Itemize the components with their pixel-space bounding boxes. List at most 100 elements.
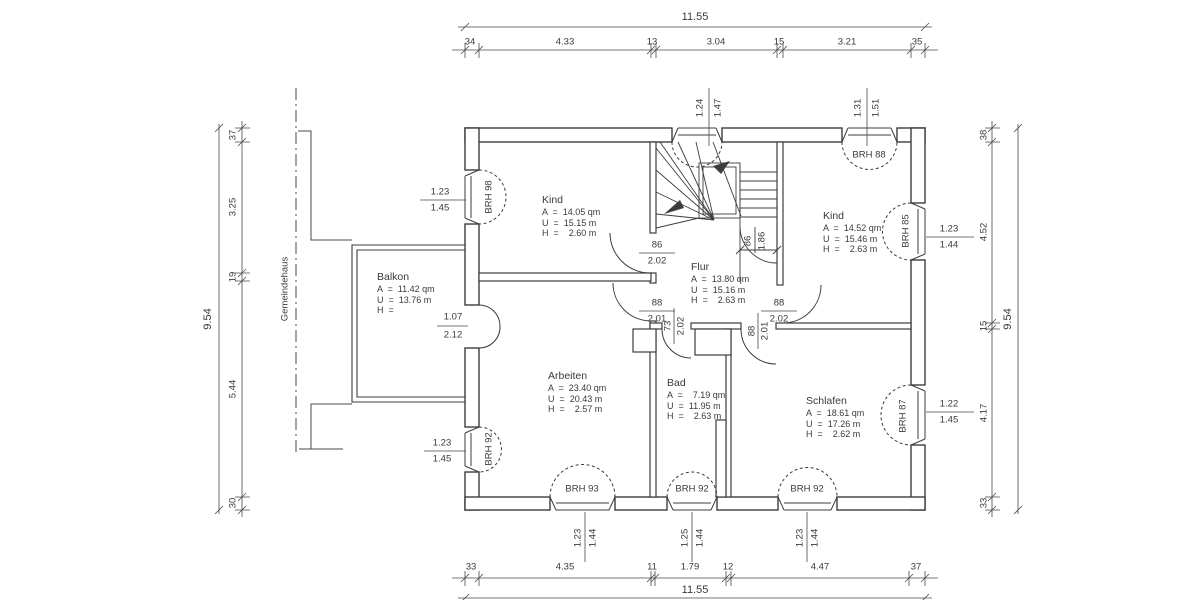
- window-dim-h: 1.44: [694, 528, 706, 548]
- dim-top-seg: 3.04: [706, 36, 726, 48]
- window-dim-h: 1.45: [430, 202, 450, 214]
- stair-up-arrow: [713, 161, 730, 174]
- window-dim-h: 1.44: [587, 528, 599, 548]
- door-dim-w: 73: [662, 320, 674, 332]
- window-dim-h: 1.45: [432, 453, 452, 465]
- interior-walls: [478, 141, 912, 498]
- room-stat: U = 15.15 m: [542, 217, 597, 228]
- room-bad: Bad A = 7.19 qm U = 11.95 m H = 2.63 m: [667, 377, 725, 422]
- room-stat: U = 20.43 m: [548, 393, 603, 404]
- staircase: [655, 141, 782, 281]
- room-arbeiten: Arbeiten A = 23.40 qm U = 20.43 m H = 2.…: [548, 370, 606, 415]
- stair-dim-w: 86: [742, 235, 754, 247]
- window-dim-h: 1.44: [939, 239, 959, 251]
- exterior-walls: [464, 127, 926, 511]
- room-stat: H =: [377, 305, 394, 315]
- dim-left-seg: 3.25: [227, 197, 239, 217]
- room-stat: A = 13.80 qm: [691, 274, 750, 284]
- door-dim-h: 2.02: [647, 255, 667, 267]
- room-name: Balkon: [377, 271, 410, 283]
- door-dim-h: 2.02: [769, 313, 789, 325]
- room-stat: A = 14.05 qm: [542, 207, 601, 217]
- windows: [464, 127, 926, 511]
- room-name: Kind: [823, 210, 845, 222]
- dim-top-total: 11.55: [681, 11, 709, 23]
- room-name: Bad: [667, 377, 686, 389]
- dim-right-seg: 4.52: [978, 222, 990, 242]
- window-dim-w: 1.25: [679, 528, 691, 548]
- door-dim-h: 2.12: [443, 329, 463, 341]
- dim-bottom-total: 11.55: [681, 584, 709, 596]
- dim-bottom-seg: 11: [647, 561, 657, 573]
- window-dim-h: 1.51: [870, 98, 882, 118]
- dim-right-seg: 15: [978, 320, 990, 332]
- room-stat: U = 11.95 m: [667, 400, 721, 411]
- door-dim-w: 86: [651, 239, 663, 251]
- room-kind-left: Kind A = 14.05 qm U = 15.15 m H = 2.60 m: [542, 194, 600, 239]
- dim-bottom-seg: 37: [910, 561, 922, 573]
- room-stat: H = 2.63 m: [823, 244, 878, 254]
- room-name: Kind: [542, 194, 564, 206]
- window-label-brh87: BRH 87: [897, 399, 909, 433]
- dim-left-seg: 5.44: [227, 379, 239, 399]
- door-dim-w: 88: [651, 297, 663, 309]
- room-stat: U = 17.26 m: [806, 418, 861, 429]
- door-dim-h: 2.01: [759, 321, 771, 341]
- room-stat: U = 15.16 m: [691, 284, 746, 295]
- room-name: Arbeiten: [548, 370, 588, 382]
- dim-right-total: 9.54: [1002, 308, 1014, 330]
- door-swings: [478, 232, 822, 365]
- dim-bottom-seg: 4.35: [555, 561, 575, 573]
- window-label-brh88: BRH 88: [852, 149, 886, 161]
- window-dim-h: 1.45: [939, 414, 959, 426]
- room-stat: U = 13.76 m: [377, 294, 432, 305]
- dim-top-seg: 15: [773, 36, 785, 48]
- window-dim-w: 1.22: [939, 398, 959, 410]
- window-dim-w: 1.31: [852, 98, 864, 118]
- neighbor-label: Gemeindehaus: [279, 256, 291, 322]
- room-stat: U = 15.46 m: [823, 233, 878, 244]
- dim-top-seg: 13: [646, 36, 658, 48]
- room-flur: Flur A = 13.80 qm U = 15.16 m H = 2.63 m: [691, 261, 749, 306]
- room-kind-right: Kind A = 14.52 qm U = 15.46 m H = 2.63 m: [823, 210, 881, 255]
- dim-left-total: 9.54: [202, 308, 214, 330]
- window-dim-w: 1.23: [432, 437, 452, 449]
- dim-right-seg: 4.17: [978, 403, 990, 423]
- door-dim-w: 1.07: [443, 311, 463, 323]
- neighbor-outline-bottom: [299, 403, 352, 450]
- room-stat: H = 2.62 m: [806, 429, 861, 439]
- dim-bottom-seg: 33: [465, 561, 477, 573]
- balcony-railing: [351, 244, 465, 403]
- window-dim-w: 1.23: [939, 223, 959, 235]
- room-stat: A = 14.52 qm: [823, 223, 882, 233]
- door-dim-w: 88: [746, 325, 758, 337]
- window-dim-h: 1.44: [809, 528, 821, 548]
- dim-left-seg: 30: [227, 497, 239, 509]
- room-name: Flur: [691, 261, 710, 273]
- window-label-brh98: BRH 98: [483, 180, 495, 214]
- room-stat: H = 2.60 m: [542, 228, 597, 238]
- window-dim-w: 1.23: [794, 528, 806, 548]
- window-label-brh92-west: BRH 92: [483, 432, 495, 466]
- window-dim-w: 1.24: [694, 98, 706, 118]
- room-stat: H = 2.57 m: [548, 404, 603, 414]
- window-label-brh92-south-right: BRH 92: [790, 483, 824, 495]
- stair-dim-h: 1.86: [756, 231, 768, 251]
- dimension-lines: [214, 22, 1023, 600]
- dim-right-seg: 38: [978, 129, 990, 141]
- window-label-brh93: BRH 93: [565, 483, 599, 495]
- neighbor-outline-top: [298, 130, 352, 241]
- dim-bottom-seg: 12: [722, 561, 734, 573]
- room-stat: H = 2.63 m: [691, 295, 746, 305]
- door-dim-w: 88: [773, 297, 785, 309]
- dim-right-seg: 33: [978, 497, 990, 509]
- door-dim-h: 2.02: [675, 316, 687, 336]
- dim-top-seg: 35: [911, 36, 923, 48]
- room-stat: H = 2.63 m: [667, 411, 722, 421]
- stair-down-arrow: [664, 200, 684, 214]
- room-stat: A = 11.42 qm: [377, 284, 435, 294]
- door-dim-h: 2.01: [647, 313, 667, 325]
- window-label-brh85: BRH 85: [900, 214, 912, 248]
- dim-bottom-seg: 1.79: [680, 561, 700, 573]
